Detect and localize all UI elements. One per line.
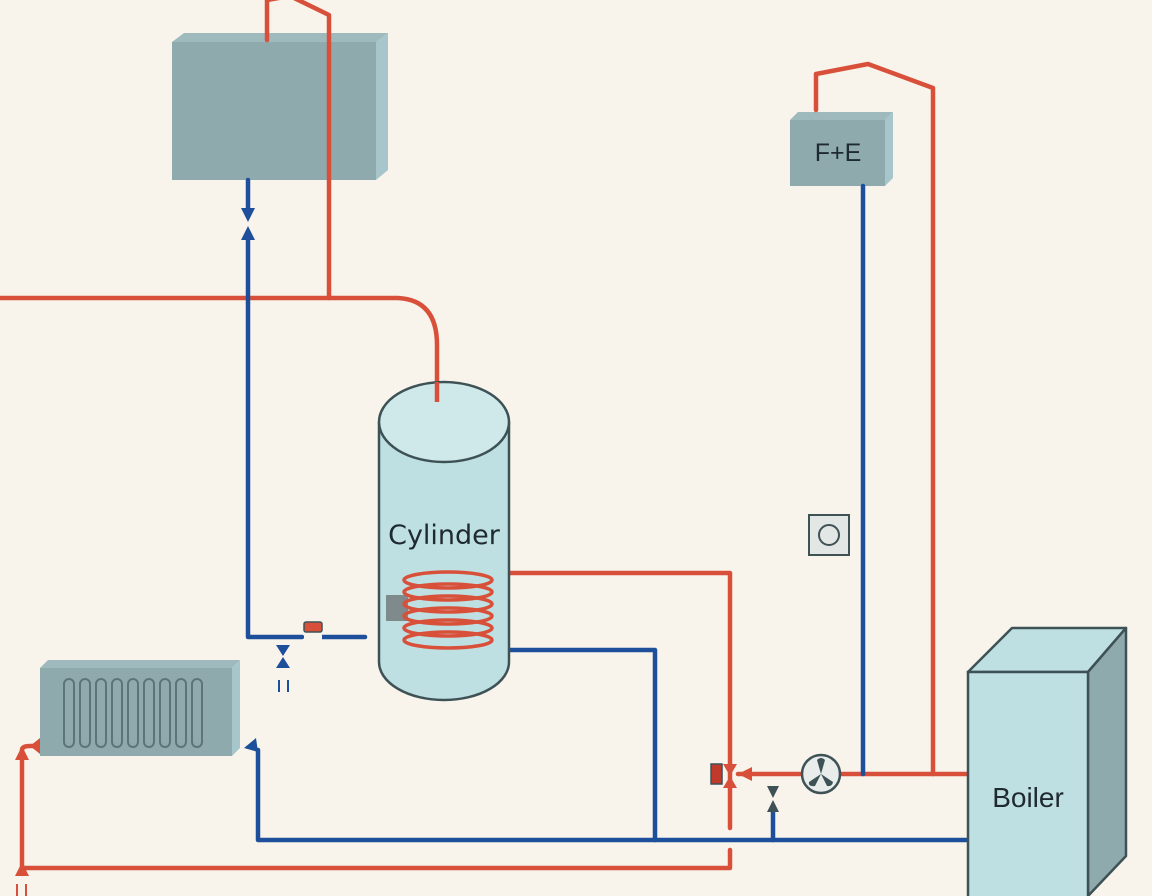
coil-icon bbox=[402, 570, 494, 650]
coil-return-pipe bbox=[447, 647, 658, 843]
radiator-icon bbox=[40, 660, 240, 756]
boiler-return-pipe bbox=[255, 747, 970, 843]
flow-arrows bbox=[15, 208, 779, 876]
boiler: Boiler bbox=[966, 626, 1128, 896]
immersion-heater bbox=[386, 595, 408, 621]
expansion-loop-pipe bbox=[813, 61, 936, 777]
cylinder-label: Cylinder bbox=[388, 520, 501, 551]
drain-marks-red bbox=[16, 884, 27, 896]
feed-expansion-tank: F+E bbox=[790, 112, 893, 186]
valve-icon bbox=[303, 621, 323, 642]
hot-supply-pipe bbox=[0, 295, 440, 405]
vent-pipe bbox=[264, 0, 332, 301]
cylinder: Cylinder bbox=[377, 380, 511, 702]
boiler-label: Boiler bbox=[992, 782, 1064, 813]
hot-pipes bbox=[0, 0, 970, 871]
cold-water-tank bbox=[172, 33, 388, 180]
feed-expansion-label: F+E bbox=[815, 139, 862, 167]
cold-pipes bbox=[245, 177, 970, 843]
coil-flow-pipe bbox=[469, 570, 733, 831]
motorised-valve bbox=[710, 763, 723, 785]
thermostat-icon bbox=[808, 514, 850, 556]
radiator-flow-pipe bbox=[19, 743, 733, 871]
cold-feed-pipe bbox=[245, 235, 305, 640]
pump-icon bbox=[800, 753, 842, 795]
drain-marks bbox=[278, 680, 289, 692]
